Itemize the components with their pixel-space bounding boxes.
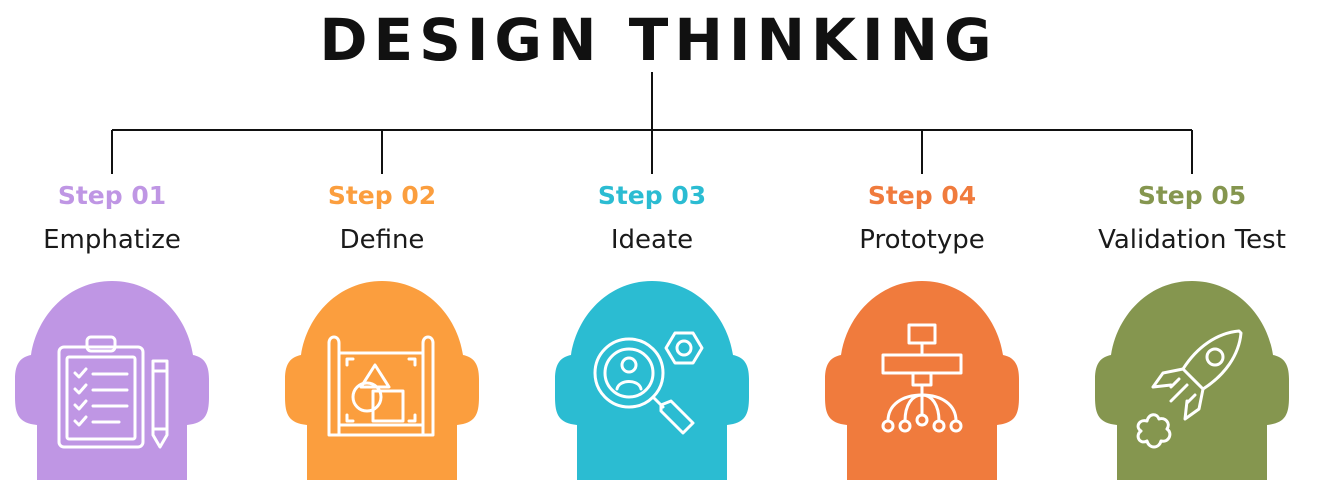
step-number: Step 01 <box>57 181 167 210</box>
blueprint-shapes-icon <box>327 335 435 437</box>
step-1-badge <box>7 275 217 480</box>
badge-shape <box>285 281 479 480</box>
step-1: Step 01 Emphatize <box>0 178 243 260</box>
step-number: Step 05 <box>1137 181 1247 210</box>
step-number: Step 04 <box>867 181 977 210</box>
badge-shape <box>1095 281 1289 480</box>
hierarchy-nodes-icon <box>881 323 963 433</box>
step-name: Ideate <box>610 225 694 255</box>
page-title: DESIGN THINKING <box>319 6 998 74</box>
step-2: Step 02 Define <box>251 178 513 260</box>
step-name: Define <box>339 225 425 255</box>
search-person-gear-icon <box>593 331 704 435</box>
clipboard-checklist-icon <box>57 335 169 449</box>
step-4-badge <box>817 275 1027 480</box>
step-5: Step 05 Validation Test <box>1061 178 1317 260</box>
step-4: Step 04 Prototype <box>791 178 1053 260</box>
step-number: Step 02 <box>327 181 437 210</box>
step-name: Validation Test <box>1098 225 1286 255</box>
rocket-launch-icon <box>1136 329 1243 449</box>
step-2-badge <box>277 275 487 480</box>
step-name: Emphatize <box>43 225 181 255</box>
step-3: Step 03 Ideate <box>521 178 783 260</box>
step-name: Prototype <box>859 225 985 255</box>
badge-shape <box>825 281 1019 480</box>
step-3-badge <box>547 275 757 480</box>
step-number: Step 03 <box>597 181 707 210</box>
step-5-badge <box>1087 275 1297 480</box>
badge-shape <box>15 281 209 480</box>
